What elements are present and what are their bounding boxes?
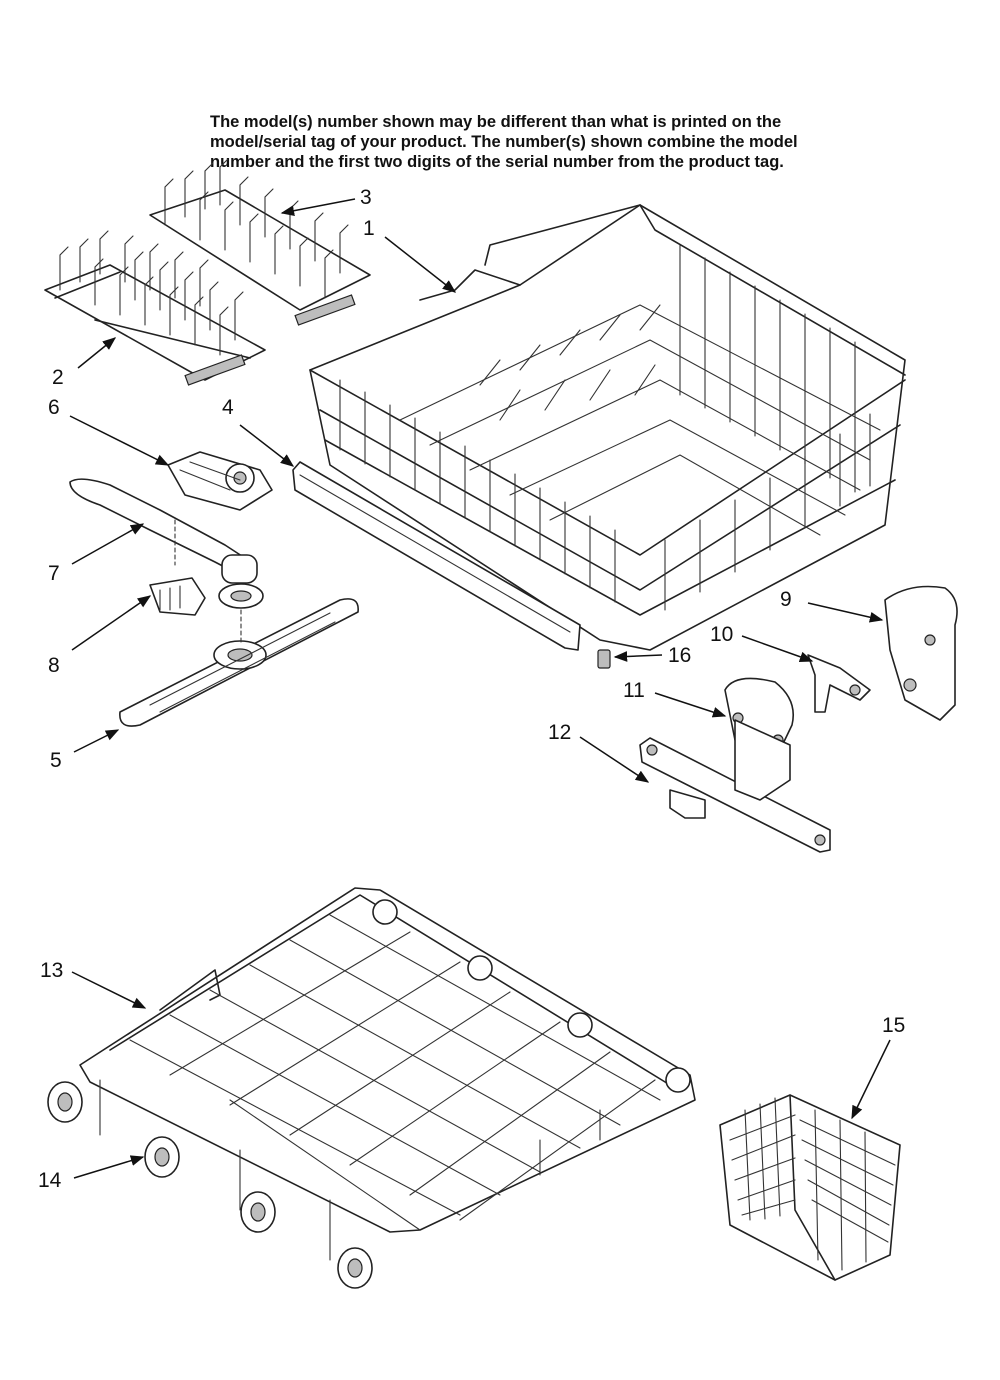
leader-15: [851, 1039, 891, 1120]
leader-5: [73, 729, 120, 753]
leader-6: [69, 415, 170, 466]
callout-11: 11: [623, 679, 645, 702]
adjuster-rail: [639, 719, 831, 853]
leader-13: [71, 971, 147, 1009]
leader-11: [654, 692, 727, 718]
note-line-1: The model(s) number shown may be differe…: [210, 113, 782, 131]
tine-row-right: [149, 158, 371, 326]
spray-arm: [119, 598, 359, 727]
adjuster-lever: [807, 654, 871, 713]
leader-lines: [69, 198, 891, 1179]
leader-10: [741, 635, 814, 662]
spray-arm-mount: [167, 451, 273, 511]
callout-1: 1: [363, 217, 375, 240]
leader-9: [807, 602, 884, 623]
feed-tube: [69, 478, 264, 609]
model-number-note: The model(s) number shown may be differe…: [210, 112, 850, 172]
leader-12: [579, 736, 650, 783]
callout-12: 12: [548, 721, 571, 744]
rack-wheels: [47, 1081, 373, 1289]
callout-8: 8: [48, 654, 60, 677]
leader-16: [613, 651, 663, 662]
note-line-2: model/serial tag of your product. The nu…: [210, 133, 798, 151]
callout-2: 2: [52, 366, 64, 389]
adjuster-cover: [884, 585, 958, 721]
callout-5: 5: [50, 749, 62, 772]
callout-7: 7: [48, 562, 60, 585]
rack-rail: [292, 461, 581, 651]
note-line-3: number and the first two digits of the s…: [210, 153, 784, 171]
callout-6: 6: [48, 396, 60, 419]
leader-2: [77, 337, 117, 369]
callout-4: 4: [222, 396, 234, 419]
leader-7: [71, 523, 145, 565]
lower-rack: [79, 887, 696, 1261]
callout-numbers: 1 2 3 4 5 6 7 8 9 10 11 12 13 14 15 16: [38, 186, 905, 1192]
silverware-basket: [719, 1094, 901, 1281]
clip-part: [149, 577, 206, 616]
leader-1: [384, 236, 457, 293]
rail-stop: [597, 649, 611, 669]
callout-16: 16: [668, 644, 691, 667]
callout-14: 14: [38, 1169, 62, 1192]
leader-3: [280, 198, 356, 217]
callout-3: 3: [360, 186, 372, 209]
upper-rack: [309, 204, 906, 651]
tine-row-left: [44, 230, 266, 386]
leader-8: [71, 595, 152, 651]
leader-14: [73, 1155, 145, 1179]
callout-13: 13: [40, 959, 63, 982]
leader-4: [239, 424, 295, 467]
callout-10: 10: [710, 623, 733, 646]
callout-15: 15: [882, 1014, 905, 1037]
callout-9: 9: [780, 588, 792, 611]
